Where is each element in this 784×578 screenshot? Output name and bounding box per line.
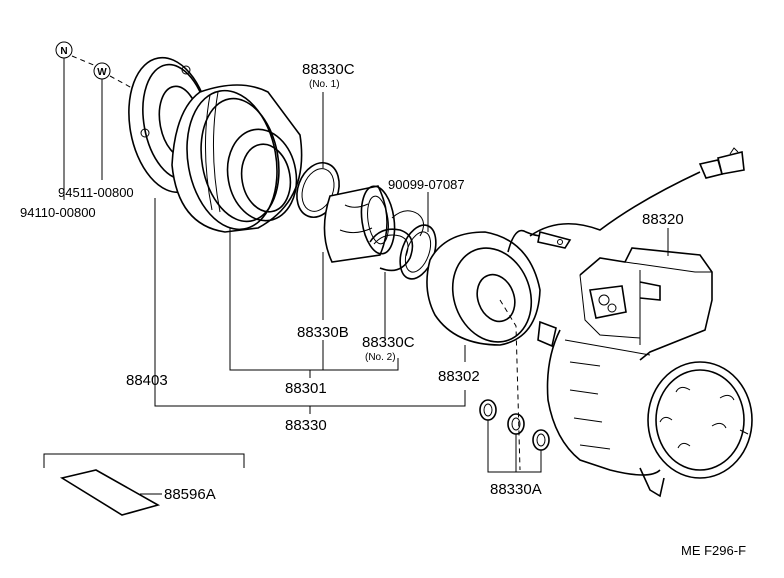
alignment-dash <box>499 299 521 471</box>
label-94110: 94110-00800 <box>20 205 96 220</box>
bearing-spacer <box>323 185 396 263</box>
callout-w: W <box>93 62 111 80</box>
svg-text:N: N <box>60 46 67 57</box>
diagram-code: ME F296-F <box>681 543 746 558</box>
label-sticker <box>59 469 161 516</box>
label-88596A: 88596A <box>164 486 216 503</box>
label-88330C-no2: 88330C <box>362 334 415 351</box>
label-88302: 88302 <box>438 368 480 385</box>
svg-text:W: W <box>97 67 107 78</box>
label-88330C-no2-note: (No. 2) <box>365 352 396 363</box>
label-88330C-no1: 88330C <box>302 61 355 78</box>
bracket-88596A <box>43 453 245 468</box>
label-88330B: 88330B <box>297 324 349 341</box>
stator-coil <box>426 229 572 346</box>
o-rings <box>479 399 550 451</box>
callout-leader-dash <box>71 55 97 67</box>
label-88320: 88320 <box>642 211 684 228</box>
wire-connector <box>698 147 745 179</box>
clutch-pulley <box>171 84 303 233</box>
label-88330A: 88330A <box>490 481 542 498</box>
compressor <box>537 247 753 498</box>
callout-leader-dash-2 <box>109 75 133 89</box>
label-88301: 88301 <box>285 380 327 397</box>
label-88403: 88403 <box>126 372 168 389</box>
label-90099: 90099-07087 <box>388 177 465 192</box>
leader-88330A <box>487 420 542 473</box>
bracket-88301 <box>229 228 399 371</box>
label-88330: 88330 <box>285 417 327 434</box>
label-88330C-no1-note: (No. 1) <box>309 79 340 90</box>
coil-wire <box>529 171 701 237</box>
label-94511: 94511-00800 <box>58 185 134 200</box>
callout-n: N <box>55 41 73 59</box>
